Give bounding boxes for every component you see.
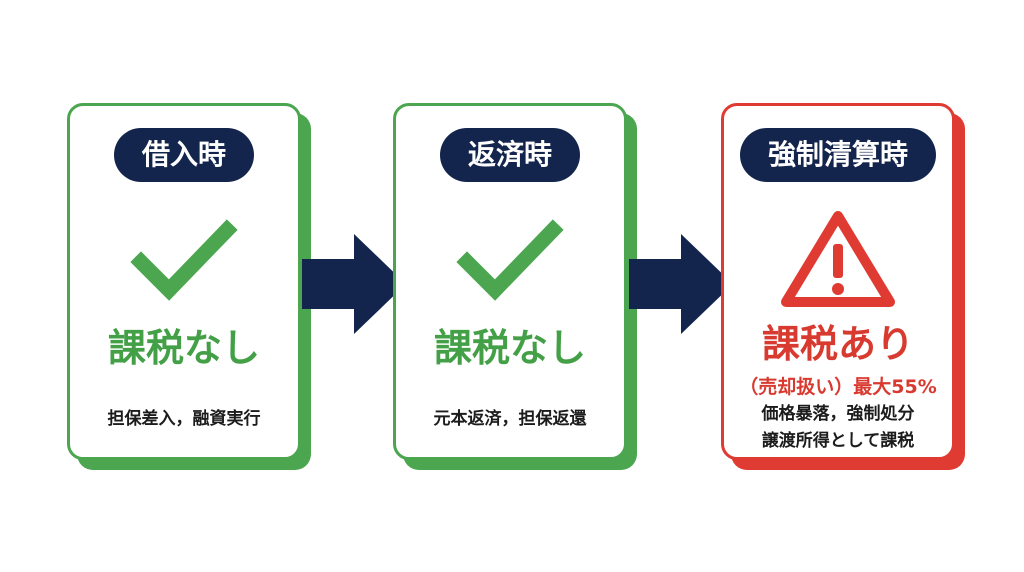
step-card-forced-liquidation: 強制清算時 課税あり （売却扱い）最大55% 価格暴落，強制処分 譲渡所得として…	[721, 103, 955, 460]
step-card-repayment: 返済時 課税なし 元本返済，担保返還	[393, 103, 627, 460]
step-detail: 元本返済，担保返還	[396, 406, 624, 433]
arrow-right-icon	[629, 234, 733, 334]
step-title: 返済時	[439, 128, 581, 182]
arrow-right-icon	[302, 234, 406, 334]
step-card-borrowing: 借入時 課税なし 担保差入，融資実行	[67, 103, 301, 460]
step-detail: 価格暴落，強制処分 譲渡所得として課税	[724, 401, 952, 455]
step-title: 強制清算時	[739, 128, 937, 182]
warning-icon	[781, 211, 895, 307]
step-detail: 担保差入，融資実行	[70, 406, 298, 433]
check-icon	[456, 219, 564, 301]
check-icon	[130, 219, 238, 301]
detail-line: 担保差入，融資実行	[107, 409, 261, 429]
status-label: 課税あり	[761, 322, 914, 366]
status-label: 課税なし	[107, 326, 260, 370]
step-title: 借入時	[113, 128, 255, 182]
status-label: 課税なし	[433, 326, 586, 370]
detail-line: 譲渡所得として課税	[761, 431, 915, 451]
detail-line: 元本返済，担保返還	[433, 409, 587, 429]
detail-line: 価格暴落，強制処分	[761, 404, 915, 424]
tax-rate-note: （売却扱い）最大55%	[739, 376, 937, 398]
